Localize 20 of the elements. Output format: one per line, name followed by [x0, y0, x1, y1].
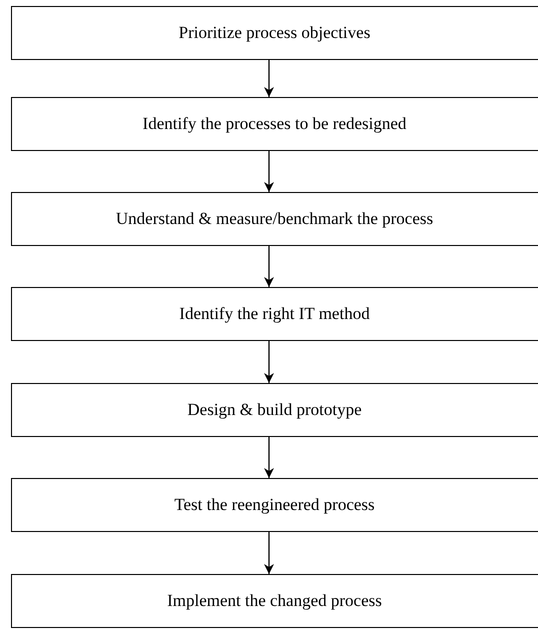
process-box	[11, 478, 538, 532]
step-text: Implement the changed process	[167, 591, 382, 611]
process-box	[11, 192, 538, 246]
process-box	[11, 383, 538, 437]
arrow	[264, 532, 274, 574]
arrow	[264, 246, 274, 287]
step-text: Test the reengineered process	[174, 495, 375, 515]
process-box	[11, 6, 538, 60]
step-text: Design & build prototype	[187, 400, 362, 420]
step-text: Prioritize process objectives	[178, 23, 370, 43]
arrow	[264, 437, 274, 478]
arrow	[264, 341, 274, 383]
arrow	[264, 60, 274, 97]
step-text: Identify the processes to be redesigned	[142, 114, 406, 134]
step-text: Understand & measure/benchmark the process	[116, 209, 434, 229]
arrow	[264, 151, 274, 192]
process-box	[11, 574, 538, 628]
step-text: Identify the right IT method	[179, 304, 370, 324]
process-box	[11, 97, 538, 151]
process-box	[11, 287, 538, 341]
